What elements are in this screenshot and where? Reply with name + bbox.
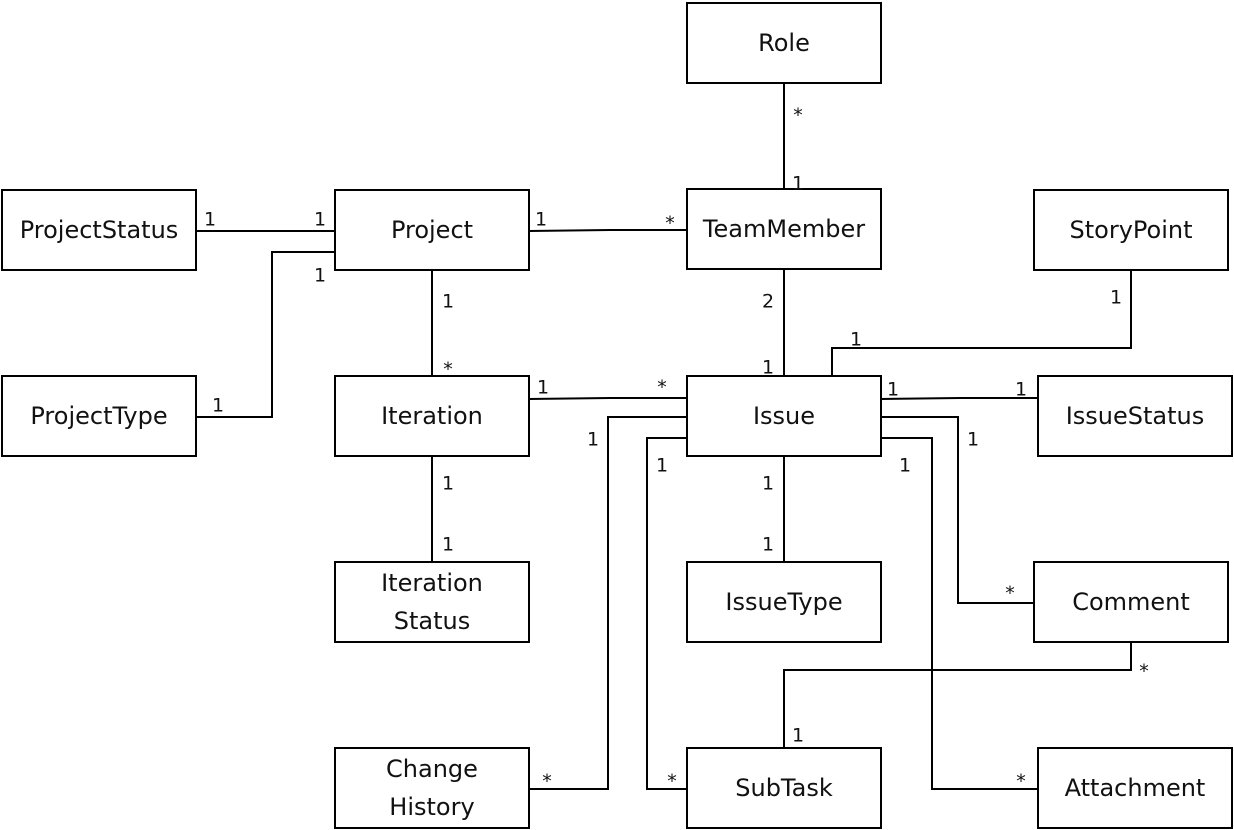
multiplicity-issue-changehistory-to: * xyxy=(542,771,552,793)
relationship-lines xyxy=(196,83,1132,790)
multiplicity-issue-subtask-to: * xyxy=(667,771,677,793)
entity-box-comment xyxy=(1033,561,1229,643)
relationship-comment-subtask xyxy=(783,642,1132,748)
relationship-issue-comment xyxy=(881,416,1034,604)
entity-box-story-point xyxy=(1033,189,1229,271)
entity-project-status: ProjectStatus xyxy=(1,189,197,271)
entity-label-issue-type: IssueType xyxy=(725,588,842,616)
entity-issue-status: IssueStatus xyxy=(1037,375,1233,457)
entity-project-type: ProjectType xyxy=(1,375,197,457)
multiplicity-issue-attachment-to: * xyxy=(1016,771,1026,793)
entity-label-role: Role xyxy=(758,29,810,57)
entity-label-project: Project xyxy=(391,216,473,244)
multiplicity-teammember-issue-from: 2 xyxy=(762,291,774,313)
entity-label-comment: Comment xyxy=(1072,588,1190,616)
multiplicity-issue-issuetype-from: 1 xyxy=(762,473,774,495)
multiplicity-issue-comment-from: 1 xyxy=(967,429,979,451)
entity-box-iteration xyxy=(334,375,530,457)
entity-label-change-history: History xyxy=(389,793,474,821)
entity-team-member: TeamMember xyxy=(686,188,882,270)
entity-label-issue-status: IssueStatus xyxy=(1066,402,1205,430)
multiplicity-issue-issuetype-to: 1 xyxy=(762,534,774,556)
multiplicity-issue-comment-to: * xyxy=(1005,583,1015,605)
entity-project: Project xyxy=(334,189,530,271)
relationship-storypoint-issue xyxy=(831,270,1132,376)
entity-box-attachment xyxy=(1037,747,1233,829)
relationship-issue-changehistory xyxy=(529,416,687,790)
multiplicity-comment-subtask-to: 1 xyxy=(792,725,804,747)
entity-issue: Issue xyxy=(686,375,882,457)
entity-box-project-type xyxy=(1,375,197,457)
multiplicity-projecttype-project-to: 1 xyxy=(314,265,326,287)
relationship-issue-issuestatus xyxy=(880,397,1038,400)
entity-label-iteration: Iteration xyxy=(381,402,483,430)
relationship-issue-attachment xyxy=(881,437,1038,790)
relationship-project-teammember xyxy=(528,229,687,232)
entity-label-attachment: Attachment xyxy=(1065,774,1206,802)
entity-label-story-point: StoryPoint xyxy=(1070,216,1193,244)
entity-box-issue-status xyxy=(1037,375,1233,457)
entity-label-change-history: Change xyxy=(386,755,478,783)
relationship-issue-subtask xyxy=(646,437,689,790)
multiplicity-issue-issuestatus-from: 1 xyxy=(887,379,899,401)
entity-box-iteration-status xyxy=(334,561,530,643)
entity-label-issue: Issue xyxy=(753,402,815,430)
entity-label-sub-task: SubTask xyxy=(735,774,833,802)
multiplicity-issue-subtask-from: 1 xyxy=(656,455,668,477)
entity-box-sub-task xyxy=(686,747,882,829)
entity-box-project-status xyxy=(1,189,197,271)
multiplicity-storypoint-issue-to: 1 xyxy=(850,329,862,351)
entity-label-iteration-status: Status xyxy=(394,607,470,635)
entity-label-team-member: TeamMember xyxy=(702,215,865,243)
entity-box-issue xyxy=(686,375,882,457)
entity-iteration: Iteration xyxy=(334,375,530,457)
multiplicity-project-iteration-to: * xyxy=(443,359,453,381)
multiplicity-iteration-iterationstatus-to: 1 xyxy=(442,534,454,556)
multiplicity-role-teammember-to: 1 xyxy=(792,173,804,195)
entity-sub-task: SubTask xyxy=(686,747,882,829)
multiplicity-iteration-issue-to: * xyxy=(657,377,667,399)
entity-label-project-status: ProjectStatus xyxy=(20,216,179,244)
multiplicity-project-teammember-from: 1 xyxy=(535,209,547,231)
multiplicity-storypoint-issue-from: 1 xyxy=(1110,287,1122,309)
multiplicity-issue-attachment-from: 1 xyxy=(899,455,911,477)
entity-box-role xyxy=(686,2,882,84)
multiplicity-projectstatus-project-from: 1 xyxy=(204,209,216,231)
entity-comment: Comment xyxy=(1033,561,1229,643)
entity-role: Role xyxy=(686,2,882,84)
entity-label-iteration-status: Iteration xyxy=(381,569,483,597)
entity-box-team-member xyxy=(686,188,882,270)
multiplicity-comment-subtask-from: * xyxy=(1139,661,1149,683)
multiplicity-issue-changehistory-from: 1 xyxy=(587,429,599,451)
entity-attachment: Attachment xyxy=(1037,747,1233,829)
entity-story-point: StoryPoint xyxy=(1033,189,1229,271)
multiplicity-projecttype-project-from: 1 xyxy=(212,395,224,417)
entity-box-issue-type xyxy=(686,561,882,643)
multiplicity-projectstatus-project-to: 1 xyxy=(314,209,326,231)
multiplicity-teammember-issue-to: 1 xyxy=(762,357,774,379)
multiplicity-issue-issuestatus-to: 1 xyxy=(1015,379,1027,401)
multiplicity-role-teammember-from: * xyxy=(793,105,803,127)
multiplicity-iteration-iterationstatus-from: 1 xyxy=(442,473,454,495)
entity-box-change-history xyxy=(334,747,530,829)
multiplicity-labels: * 1 1 1 1 1 1 * 1 * 2 1 1 1 1 * 1 1 1 1 1 1 1 * 1 * 1 * 1 * * 1 xyxy=(204,105,1149,793)
multiplicity-iteration-issue-from: 1 xyxy=(537,377,549,399)
entity-issue-type: IssueType xyxy=(686,561,882,643)
multiplicity-project-iteration-from: 1 xyxy=(442,291,454,313)
relationship-iteration-issue xyxy=(528,397,687,400)
entity-box-project xyxy=(334,189,530,271)
relationship-projecttype-project xyxy=(196,251,335,418)
multiplicity-project-teammember-to: * xyxy=(665,213,675,235)
entity-label-project-type: ProjectType xyxy=(30,402,167,430)
